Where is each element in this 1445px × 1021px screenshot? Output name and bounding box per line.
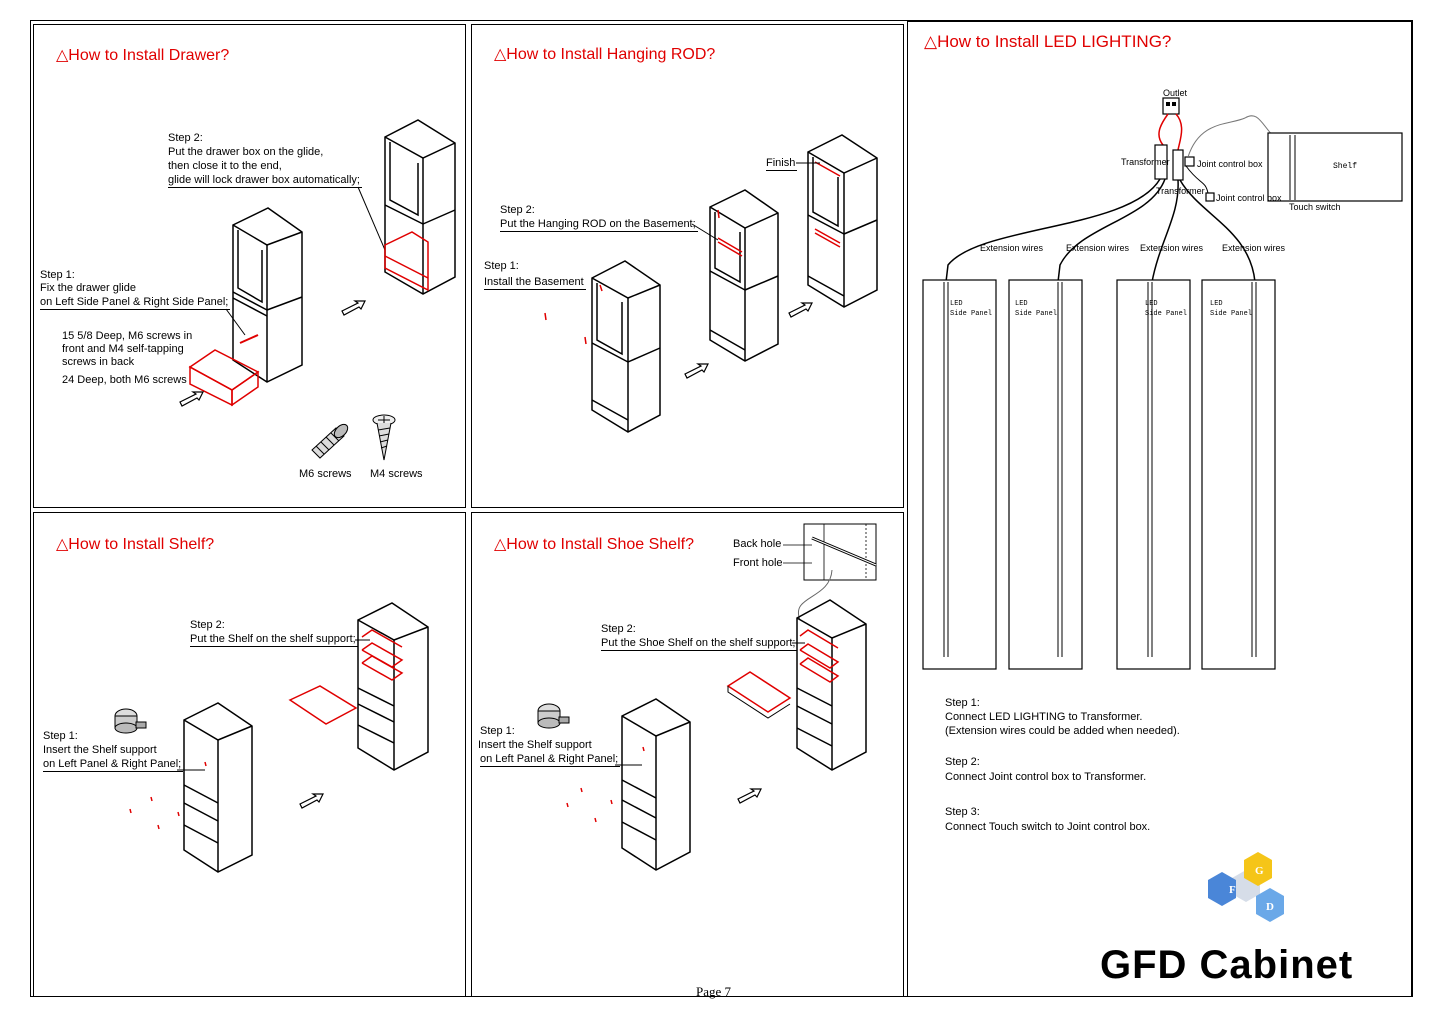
- joint-box-label-2: Joint control box: [1216, 193, 1282, 203]
- drawer-note1-line3: screws in back: [62, 356, 135, 368]
- shelf-step2-head: Step 2:: [190, 619, 225, 631]
- led-step1-line2: (Extension wires could be added when nee…: [945, 725, 1180, 737]
- rod-step1-line1: Install the Basement: [484, 276, 586, 290]
- drawer-panel: [33, 24, 466, 508]
- joint-box-icon: [1184, 156, 1195, 167]
- drawer-step1-line1: Fix the drawer glide: [40, 282, 136, 294]
- shelf-support-icon: [114, 708, 147, 734]
- led-panel-1-led: LED: [950, 300, 963, 308]
- shelf-step2-line1: Put the Shelf on the shelf support;: [190, 633, 358, 647]
- shelf-label: Shelf: [1333, 162, 1358, 171]
- shoe-step1-line1: Insert the Shelf support: [478, 739, 592, 751]
- extension-wires-label-3: Extension wires: [1140, 243, 1204, 253]
- front-hole-label: Front hole: [733, 557, 783, 569]
- rod-step1-head: Step 1:: [484, 260, 519, 272]
- led-step3-line1: Connect Touch switch to Joint control bo…: [945, 821, 1151, 833]
- joint-box-label-1: Joint control box: [1197, 159, 1263, 169]
- logo-letter-d: D: [1266, 901, 1274, 913]
- drawer-note1-line2: front and M4 self-tapping: [62, 343, 184, 355]
- transformer-label-1: Transformer: [1121, 157, 1170, 167]
- joint-box-icon: [1205, 192, 1215, 202]
- brand-name: GFD Cabinet: [1100, 943, 1354, 987]
- rod-step2-head: Step 2:: [500, 204, 535, 216]
- shoe-title: △How to Install Shoe Shelf?: [494, 536, 694, 553]
- logo-letter-f: F: [1229, 884, 1236, 896]
- m6-screw-icon: [311, 423, 349, 459]
- shoe-step1-line2: on Left Panel & Right Panel;: [480, 753, 621, 767]
- led-panel-4-side: Side Panel: [1210, 310, 1253, 318]
- logo-letter-g: G: [1255, 865, 1264, 877]
- led-step1-line1: Connect LED LIGHTING to Transformer.: [945, 711, 1143, 723]
- drawer-title: △How to Install Drawer?: [56, 47, 230, 64]
- led-panel-2-side: Side Panel: [1015, 310, 1058, 318]
- drawer-step2-line2: then close it to the end,: [168, 160, 282, 172]
- drawer-step1-head: Step 1:: [40, 269, 75, 281]
- back-hole-label: Back hole: [733, 538, 782, 550]
- led-panel-1-side: Side Panel: [950, 310, 993, 318]
- led-title: △How to Install LED LIGHTING?: [924, 32, 1172, 51]
- led-step2-line1: Connect Joint control box to Transformer…: [945, 771, 1147, 783]
- shoe-step1-head: Step 1:: [480, 725, 515, 737]
- rod-panel: [471, 24, 904, 508]
- drawer-step2-line3: glide will lock drawer box automatically…: [168, 174, 362, 188]
- rod-step2-line1: Put the Hanging ROD on the Basement;: [500, 218, 698, 232]
- shelf-title: △How to Install Shelf?: [56, 536, 215, 553]
- drawer-step2-line1: Put the drawer box on the glide,: [168, 146, 324, 158]
- transformer-label-2: Transformer: [1156, 186, 1205, 196]
- rod-title: △How to Install Hanging ROD?: [494, 46, 716, 63]
- shelf-support-icon: [537, 703, 570, 729]
- shelf-step1-line1: Insert the Shelf support: [43, 744, 157, 756]
- hole-detail: [783, 523, 877, 581]
- m6-screws-label: M6 screws: [299, 468, 352, 480]
- m4-screws-label: M4 screws: [370, 468, 423, 480]
- led-step1-head: Step 1:: [945, 697, 980, 709]
- extension-wires-label-4: Extension wires: [1222, 243, 1286, 253]
- page-number: Page 7: [696, 984, 732, 999]
- rod-finish-label: Finish: [766, 157, 798, 171]
- led-step3-head: Step 3:: [945, 806, 980, 818]
- led-panel-2-led: LED: [1015, 300, 1028, 308]
- drawer-step1-line2: on Left Side Panel & Right Side Panel;: [40, 296, 231, 310]
- transformer-icon: [1154, 144, 1168, 180]
- led-panel-3-led: LED: [1145, 300, 1158, 308]
- led-panel-3-side: Side Panel: [1145, 310, 1188, 318]
- outlet-label: Outlet: [1163, 88, 1188, 98]
- drawer-note1-line1: 15 5/8 Deep, M6 screws in: [62, 330, 193, 342]
- shelf-step1-line2: on Left Panel & Right Panel;: [43, 758, 184, 772]
- m4-screw-icon: [372, 414, 396, 461]
- extension-wires-label-2: Extension wires: [1066, 243, 1130, 253]
- touch-switch-label: Touch switch: [1289, 202, 1341, 212]
- led-step2-head: Step 2:: [945, 756, 980, 768]
- shoe-step2-line1: Put the Shoe Shelf on the shelf support;: [601, 637, 798, 651]
- led-panel-4-led: LED: [1210, 300, 1223, 308]
- shelf-step1-head: Step 1:: [43, 730, 78, 742]
- drawer-note2: 24 Deep, both M6 screws: [62, 374, 187, 386]
- extension-wires-label-1: Extension wires: [980, 243, 1044, 253]
- drawer-step2-head: Step 2:: [168, 132, 203, 144]
- shoe-step2-head: Step 2:: [601, 623, 636, 635]
